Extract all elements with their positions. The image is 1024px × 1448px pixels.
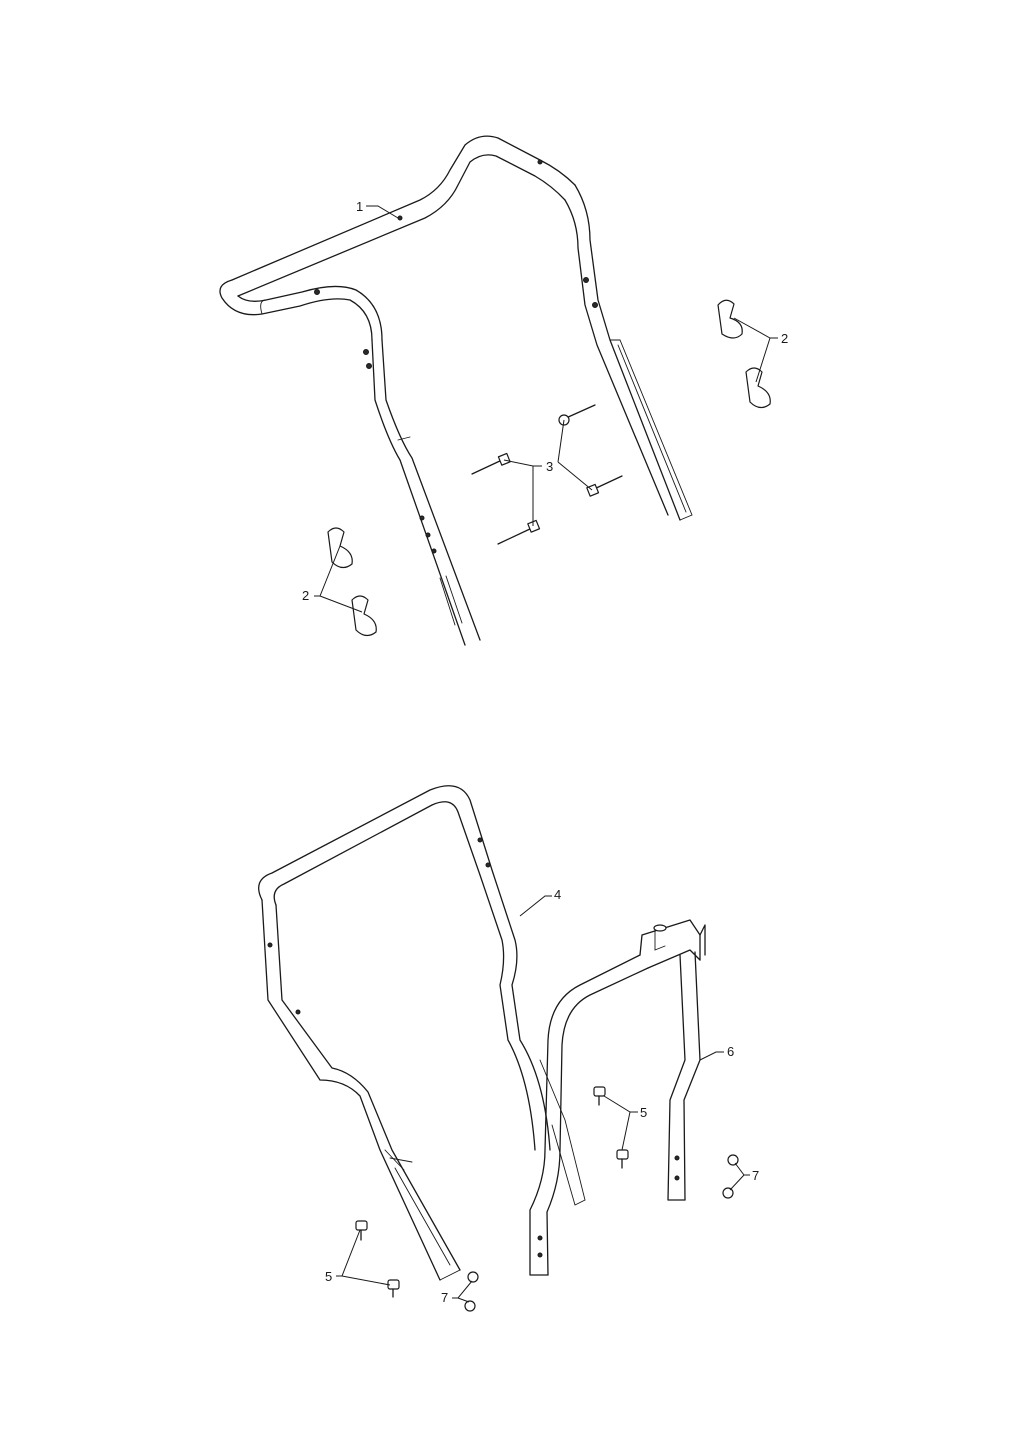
callout-2-right: 2 <box>781 331 788 346</box>
callout-7-left: 7 <box>441 1290 448 1305</box>
callout-2-left: 2 <box>302 588 309 603</box>
callout-1: 1 <box>356 199 363 214</box>
lower-handle <box>529 919 706 1276</box>
fasteners <box>355 1086 739 1312</box>
middle-handle <box>258 785 586 1281</box>
callout-5-right: 5 <box>640 1105 647 1120</box>
callout-5-left: 5 <box>325 1269 332 1284</box>
knob-pair-left <box>327 527 377 637</box>
upper-handle <box>219 135 693 646</box>
callout-7-right: 7 <box>752 1168 759 1183</box>
callout-6: 6 <box>727 1044 734 1059</box>
callout-3: 3 <box>546 459 553 474</box>
callout-4: 4 <box>554 887 561 902</box>
knob-pair-right <box>717 299 771 409</box>
bolt-set <box>471 404 623 545</box>
leader-lines <box>314 205 778 1303</box>
